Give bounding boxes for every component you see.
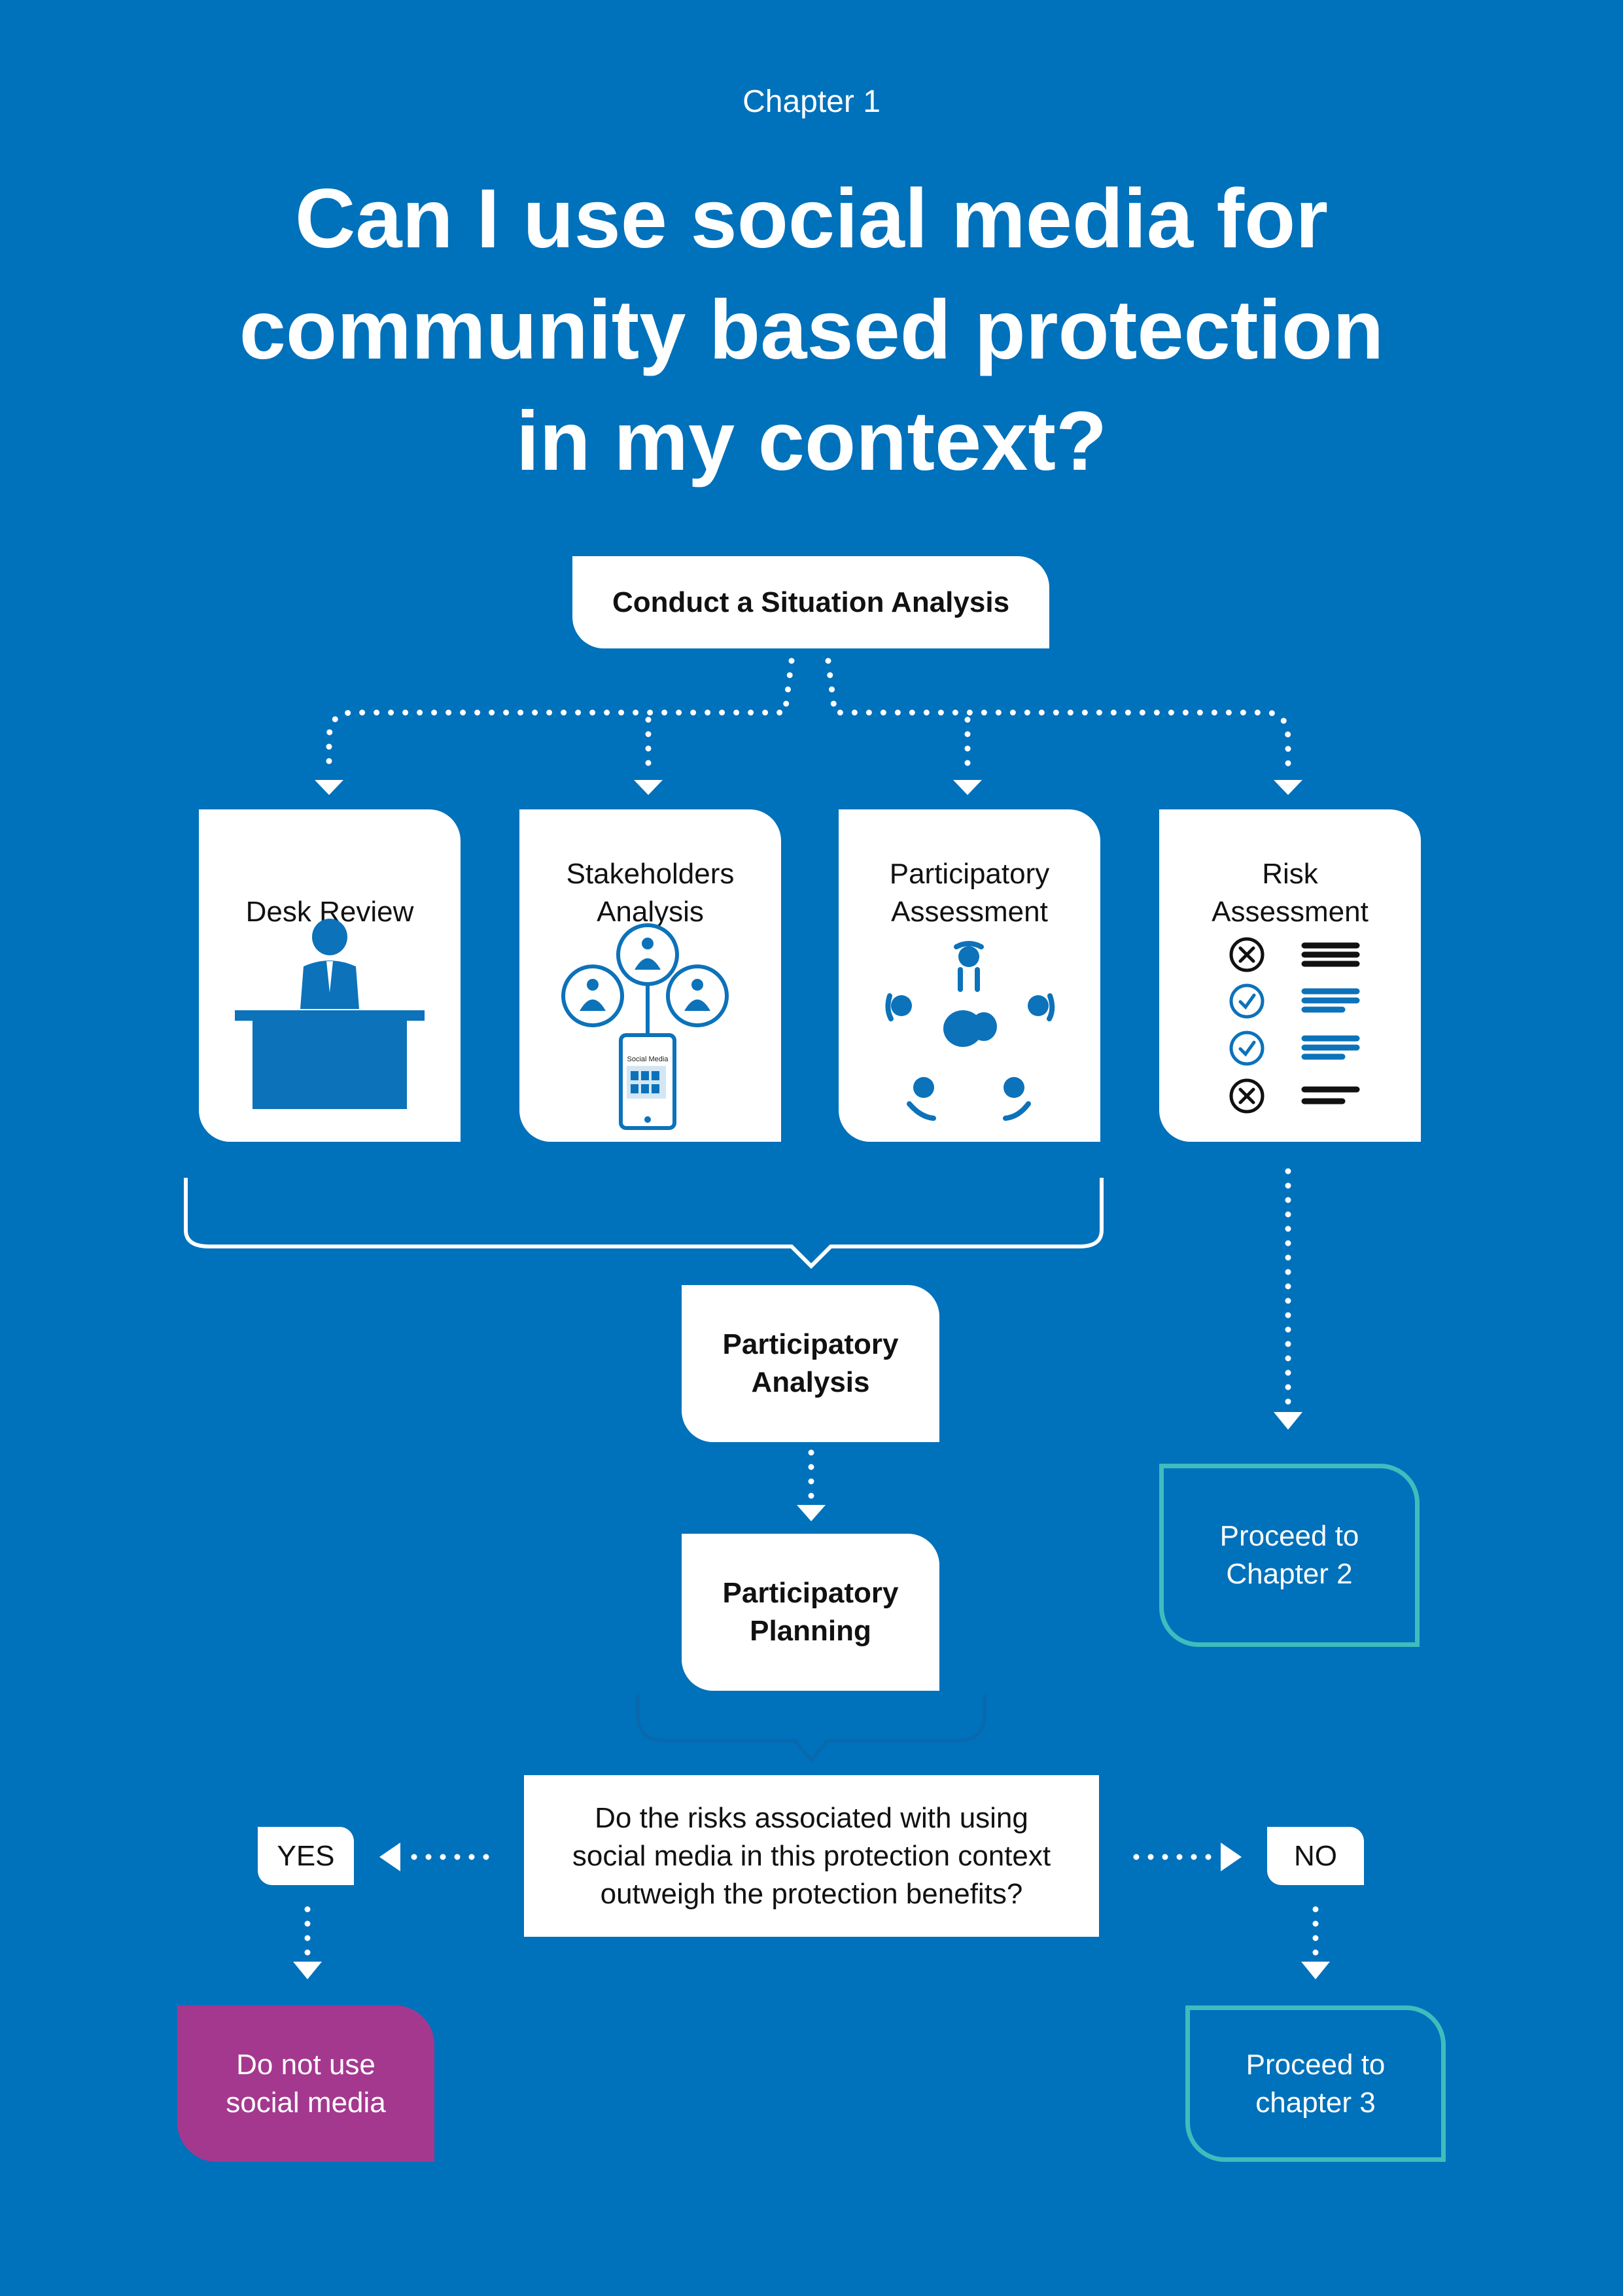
title-line: community based protection — [239, 283, 1384, 377]
card-desk-review: Desk Review — [199, 809, 461, 1142]
stakeholders-phone-icon: Social Media — [561, 923, 729, 1130]
desk-person-icon — [235, 919, 425, 1109]
phone-label: Social Media — [627, 1055, 669, 1063]
title-line: Can I use social media for — [294, 172, 1329, 266]
checklist-icon — [1229, 937, 1360, 1114]
chapter-label: Chapter 1 — [742, 84, 881, 119]
title-line: in my context? — [515, 395, 1108, 488]
no-label: NO — [1267, 1827, 1364, 1885]
yes-label: YES — [258, 1827, 354, 1885]
page-title: Can I use social media for community bas… — [0, 164, 1623, 497]
meeting-circle-icon — [885, 941, 1055, 1121]
situation-analysis-box: Conduct a Situation Analysis — [572, 556, 1049, 648]
